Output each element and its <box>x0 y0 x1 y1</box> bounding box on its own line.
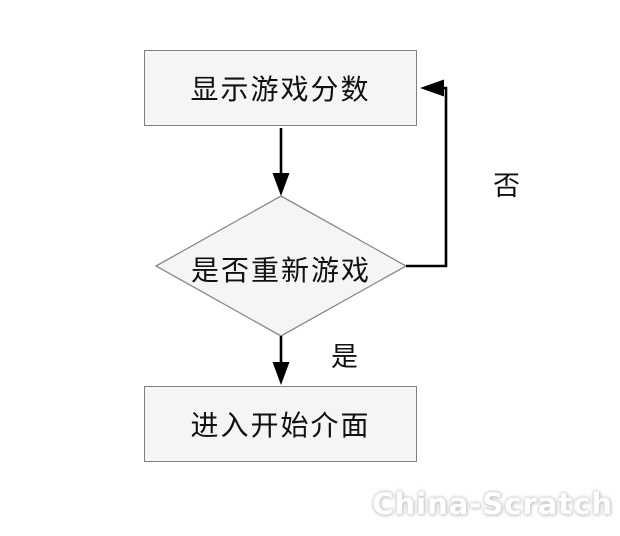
edge-no-loop <box>406 86 448 268</box>
arrowhead-left-to-top-box <box>420 79 444 97</box>
node-start-screen: 进入开始介面 <box>144 386 417 462</box>
node-display-score-label: 显示游戏分数 <box>190 73 371 106</box>
china-scratch-watermark: China-Scratch <box>372 487 613 521</box>
arrowhead-down-to-bottom <box>272 362 290 385</box>
node-restart-decision-label: 是否重新游戏 <box>190 254 371 287</box>
edge-label-yes: 是 <box>331 342 358 373</box>
node-display-score: 显示游戏分数 <box>144 50 417 126</box>
edge-label-no: 否 <box>493 171 520 202</box>
arrowhead-down-to-diamond <box>272 173 290 196</box>
node-restart-decision: 是否重新游戏 <box>161 249 401 289</box>
node-start-screen-label: 进入开始介面 <box>190 409 371 442</box>
